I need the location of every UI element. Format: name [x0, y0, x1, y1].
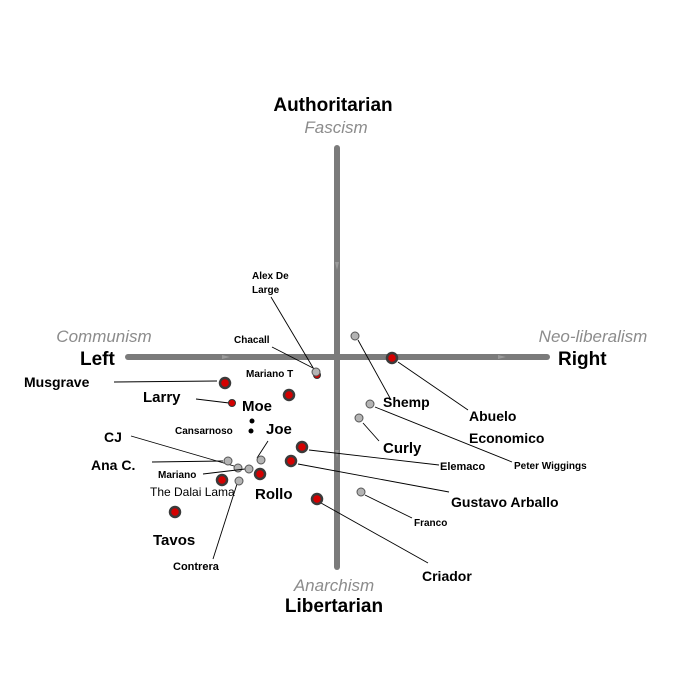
leader-line-alex-de-large: [270, 296, 316, 372]
marker-contrera: [234, 476, 244, 486]
leader-line-peter-wiggings: [374, 406, 513, 463]
person-moe: Moe: [242, 398, 272, 424]
person-shemp: Shemp: [350, 331, 430, 410]
axis-left-subtitle: Communism: [56, 327, 151, 346]
marker-cansarnoso: [248, 428, 254, 434]
marker-peter-wiggings: [365, 399, 375, 409]
leader-line-shemp: [357, 339, 391, 399]
marker-curly: [354, 413, 364, 423]
label-cj: CJ: [104, 429, 122, 445]
marker-elemaco: [295, 440, 309, 454]
label-ana-c: Ana C.: [91, 457, 135, 473]
axis-top-subtitle: Fascism: [304, 118, 367, 137]
leader-line-contrera: [212, 483, 238, 560]
label-musgrave: Musgrave: [24, 374, 90, 390]
person-chacall: Chacall: [234, 335, 321, 377]
label-peter-wiggings: Peter Wiggings: [514, 461, 587, 472]
label-alex-de-large-line-2: Large: [252, 285, 280, 296]
label-joe: Joe: [266, 421, 292, 438]
label-curly: Curly: [383, 440, 422, 457]
leader-line-criador: [320, 502, 429, 564]
label-alex-de-large-line-1: Alex De: [252, 271, 289, 282]
person-gustavo-arballo: Gustavo Arballo: [284, 454, 559, 510]
leader-line-ana-c: [151, 460, 224, 463]
label-chacall: Chacall: [234, 335, 270, 346]
person-cj: CJ: [104, 429, 243, 473]
marker-shemp: [350, 331, 360, 341]
person-the-dalai-lama: The Dalai Lama: [150, 473, 235, 499]
marker-tavos: [168, 505, 182, 519]
leader-line-gustavo-arballo: [297, 463, 450, 493]
person-rollo: Rollo: [253, 467, 293, 503]
label-elemaco: Elemaco: [440, 461, 486, 473]
label-mariano-t: Mariano T: [246, 369, 293, 380]
axis-top-title: Authoritarian: [273, 95, 392, 116]
marker-cj: [233, 463, 243, 473]
label-abuelo-economico-line-2: Economico: [469, 430, 544, 446]
leader-line-joe: [256, 440, 269, 459]
label-contrera: Contrera: [173, 561, 220, 573]
marker-mariano-t: [282, 388, 296, 402]
marker-gustavo-arballo: [284, 454, 298, 468]
person-mariano-t: Mariano T: [246, 369, 296, 402]
leader-line-musgrave: [113, 380, 218, 383]
leader-line-larry: [195, 398, 230, 404]
marker-larry: [228, 399, 236, 407]
label-criador: Criador: [422, 568, 472, 584]
axis-arrow-marks: [222, 262, 506, 458]
label-larry: Larry: [143, 389, 181, 406]
axis-right-title: Right: [558, 349, 607, 370]
label-mariano: Mariano: [158, 470, 196, 481]
label-rollo: Rollo: [255, 486, 293, 503]
person-mariano: Mariano: [158, 464, 254, 481]
marker-mariano: [244, 464, 254, 474]
marker-musgrave: [218, 376, 232, 390]
label-tavos: Tavos: [153, 532, 195, 549]
axis-bottom-title: Libertarian: [285, 596, 383, 617]
axis-right-subtitle: Neo-liberalism: [539, 327, 648, 346]
label-the-dalai-lama: The Dalai Lama: [150, 485, 235, 499]
leader-line-franco: [364, 494, 413, 519]
label-moe: Moe: [242, 398, 272, 415]
label-shemp: Shemp: [383, 394, 430, 410]
axis-left-title: Left: [80, 349, 116, 370]
person-curly: Curly: [354, 413, 422, 457]
marker-the-dalai-lama: [215, 473, 229, 487]
person-joe: Joe: [256, 421, 292, 465]
label-cansarnoso: Cansarnoso: [175, 426, 233, 437]
marker-ana-c: [223, 456, 233, 466]
leader-line-abuelo-economico: [397, 361, 469, 411]
leader-line-curly: [362, 422, 380, 442]
label-gustavo-arballo: Gustavo Arballo: [451, 494, 559, 510]
marker-abuelo-economico: [385, 351, 399, 365]
marker-joe: [256, 455, 266, 465]
person-franco: Franco: [356, 487, 447, 529]
person-alex-de-large: Alex De Large: [252, 271, 321, 379]
marker-rollo: [253, 467, 267, 481]
label-franco: Franco: [414, 518, 447, 529]
axis-bottom-subtitle: Anarchism: [293, 576, 374, 595]
marker-chacall: [311, 367, 321, 377]
leader-line-mariano: [202, 468, 246, 475]
person-ana-c: Ana C.: [91, 456, 233, 473]
person-peter-wiggings: Peter Wiggings: [365, 399, 587, 472]
leader-line-chacall: [271, 346, 314, 369]
marker-moe: [249, 418, 255, 424]
person-criador: Criador: [310, 492, 472, 584]
person-larry: Larry: [143, 389, 236, 407]
person-tavos: Tavos: [153, 505, 195, 549]
marker-franco: [356, 487, 366, 497]
person-elemaco: Elemaco: [295, 440, 486, 473]
leader-line-elemaco: [308, 449, 440, 466]
person-contrera: Contrera: [173, 476, 244, 573]
person-cansarnoso: Cansarnoso: [175, 426, 254, 437]
label-abuelo-economico-line-1: Abuelo: [469, 408, 516, 424]
person-musgrave: Musgrave: [24, 374, 232, 390]
marker-criador: [310, 492, 324, 506]
